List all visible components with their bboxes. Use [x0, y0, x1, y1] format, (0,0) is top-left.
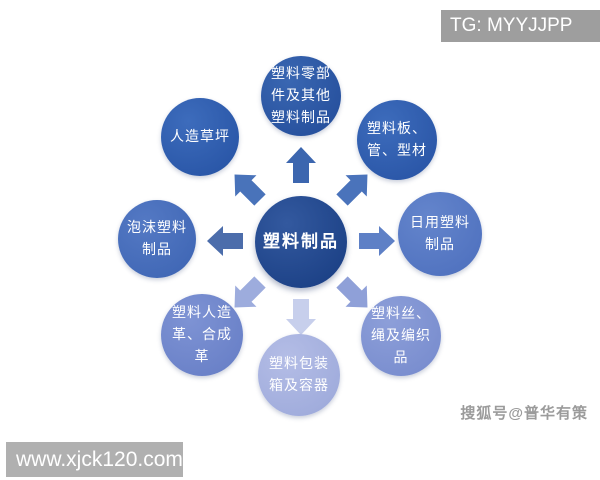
arrow-up-left	[234, 174, 266, 206]
center-node-label: 塑料制品	[263, 231, 339, 251]
url-badge-text: www.xjck120.com	[16, 447, 183, 471]
node-plastic-parts-other: 塑料零部 件及其他 塑料制品	[261, 56, 341, 136]
node-label: 日用塑料 制品	[410, 214, 470, 252]
node-foam-plastic: 泡沫塑料 制品	[118, 200, 196, 278]
arrow-down-left	[234, 276, 266, 308]
tg-badge: TG: MYYJJPP	[441, 10, 600, 42]
node-label: 塑料丝、 绳及编织 品	[371, 305, 431, 365]
node-daily-use-plastic: 日用塑料 制品	[398, 192, 482, 276]
arrow-down	[286, 299, 316, 335]
url-badge: www.xjck120.com	[6, 442, 183, 477]
node-label: 泡沫塑料 制品	[127, 219, 187, 257]
node-label: 塑料零部 件及其他 塑料制品	[271, 65, 331, 125]
node-label: 塑料人造 革、合成 革	[172, 304, 232, 364]
arrow-down-right	[336, 276, 368, 308]
node-plastic-fiber-rope: 塑料丝、 绳及编织 品	[361, 296, 441, 376]
tg-badge-text: TG: MYYJJPP	[450, 15, 573, 36]
node-plastic-packaging: 塑料包装 箱及容器	[258, 334, 340, 416]
arrow-up	[286, 147, 316, 183]
watermark-text: 搜狐号@普华有策	[460, 405, 588, 422]
arrow-left	[207, 226, 243, 256]
node-label: 人造草坪	[170, 128, 230, 145]
node-label: 塑料包装 箱及容器	[269, 355, 329, 393]
node-label: 塑料板、 管、型材	[367, 120, 427, 158]
center-node-plastic-products: 塑料制品	[255, 196, 347, 288]
arrow-right	[359, 226, 395, 256]
node-artificial-leather: 塑料人造 革、合成 革	[161, 294, 243, 376]
node-plastic-sheet-pipe: 塑料板、 管、型材	[357, 100, 437, 180]
arrow-up-right	[336, 174, 368, 206]
watermark: 搜狐号@普华有策	[460, 402, 588, 423]
node-artificial-turf: 人造草坪	[161, 98, 239, 176]
